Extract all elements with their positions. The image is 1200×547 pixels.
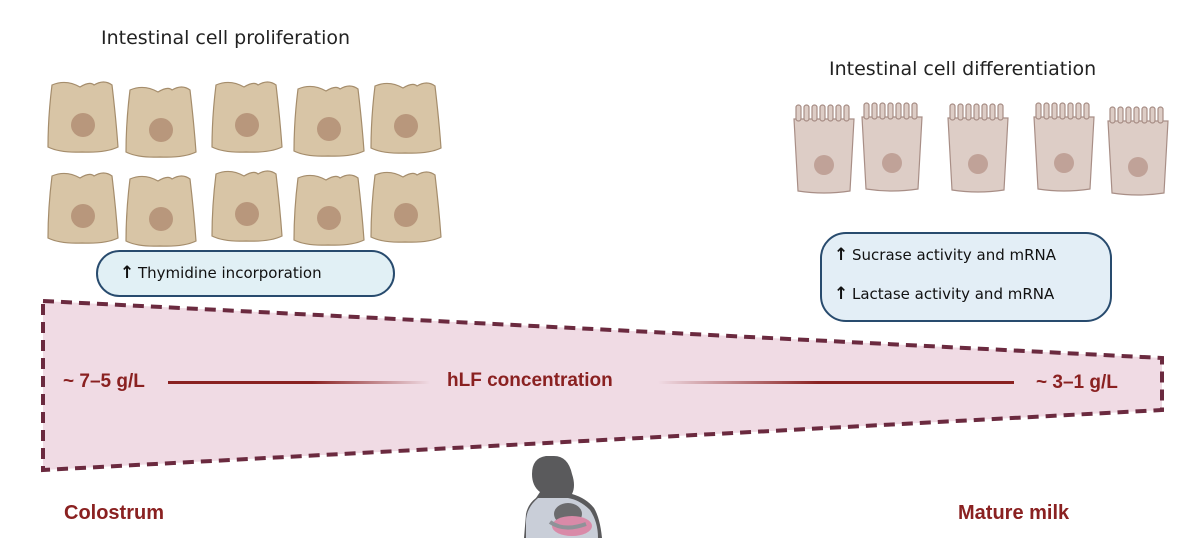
breastfeeding-mother-icon: [524, 456, 602, 538]
hlf-concentration-label: hLF concentration: [447, 370, 613, 391]
lactase-label: Lactase activity and mRNA: [852, 285, 1055, 303]
up-arrow-icon: ↑: [120, 263, 135, 283]
sucrase-label: Sucrase activity and mRNA: [852, 246, 1057, 264]
up-arrow-icon: ↑: [834, 245, 849, 265]
colostrum-concentration: ~ 7–5 g/L: [63, 371, 145, 392]
mature-milk-label: Mature milk: [958, 502, 1070, 524]
thymidine-label: Thymidine incorporation: [138, 264, 322, 282]
thymidine-row: ↑ Thymidine incorporation: [120, 263, 322, 283]
gradient-line-left: [168, 381, 430, 384]
differentiation-title: Intestinal cell differentiation: [829, 58, 1097, 80]
colostrum-label: Colostrum: [64, 502, 164, 524]
up-arrow-icon: ↑: [834, 284, 849, 304]
proliferation-title: Intestinal cell proliferation: [101, 27, 351, 49]
wedge-shape: [41, 298, 1164, 473]
gradient-line-right: [658, 381, 1014, 384]
thymidine-pill: ↑ Thymidine incorporation: [96, 250, 395, 297]
enzyme-pill: ↑ Sucrase activity and mRNA ↑ Lactase ac…: [820, 232, 1112, 322]
sucrase-row: ↑ Sucrase activity and mRNA: [834, 245, 1056, 265]
lactase-row: ↑ Lactase activity and mRNA: [834, 284, 1054, 304]
mature-milk-concentration: ~ 3–1 g/L: [1036, 372, 1118, 393]
